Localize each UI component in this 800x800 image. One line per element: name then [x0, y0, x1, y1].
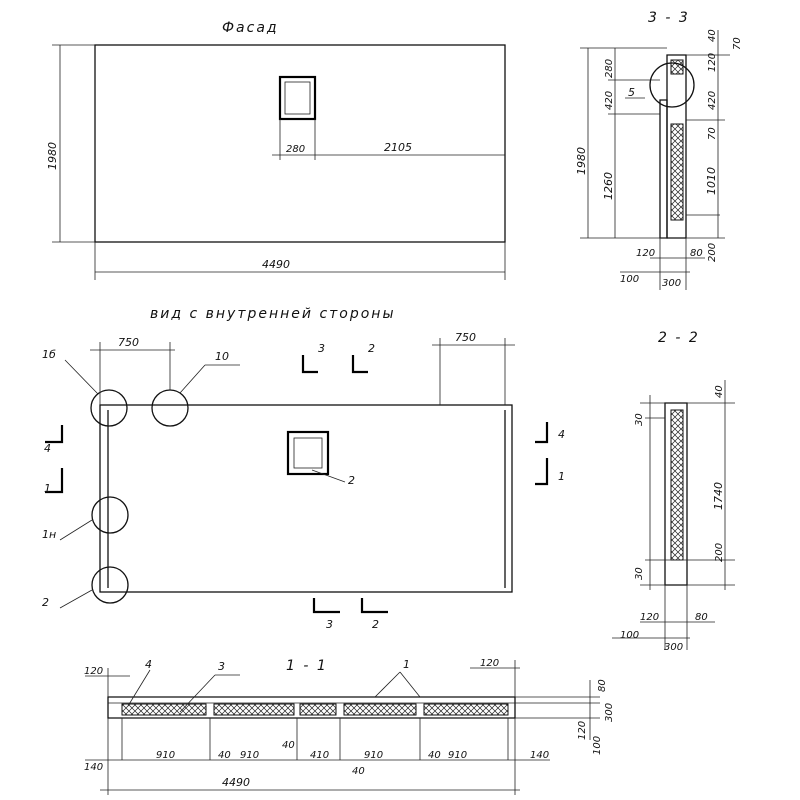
- section-1-1-d80: 80: [597, 679, 608, 692]
- callout-2-circle: [91, 566, 129, 604]
- section-3-3-d120b: 120: [636, 248, 655, 259]
- section-3-3-d200: 200: [707, 243, 718, 262]
- section-2-2-d1740: 1740: [712, 482, 725, 510]
- facade-view: Фасад 1980 4490 280 2105: [46, 20, 506, 280]
- section-1-1-c1: 1: [403, 658, 410, 671]
- section-1-1-d910a: 910: [156, 750, 175, 761]
- facade-height-label: 1980: [46, 142, 59, 170]
- cut-mark-1-left: [45, 468, 64, 494]
- section-1-1-d40mid: 40: [352, 766, 365, 777]
- callout-1n-circle: [91, 496, 129, 534]
- section-3-3-d100: 100: [620, 274, 639, 285]
- callout-5-circle: [649, 62, 695, 108]
- section-3-3-d300: 300: [662, 278, 681, 289]
- cut-mark-3-top: [301, 355, 318, 374]
- inner-panel-outline: [99, 404, 513, 593]
- cut-1-right-label: 1: [558, 470, 565, 483]
- section-2-2-d30b: 30: [634, 567, 645, 580]
- section-3-3-d70b: 70: [707, 127, 718, 140]
- section-1-1-title: 1 - 1: [286, 658, 328, 674]
- inner-view: вид с внутренней стороны 2 1б 10 1н 2 75…: [42, 306, 565, 631]
- callout-1b-label: 1б: [42, 348, 56, 361]
- section-1-1-d120-left: 120: [84, 666, 103, 677]
- callout-2-window: 2: [348, 474, 355, 487]
- section-1-1-d910d: 910: [448, 750, 467, 761]
- callout-10-label: 10: [215, 350, 229, 363]
- facade-window: [278, 75, 317, 121]
- callout-5-label: 5: [628, 86, 635, 99]
- section-3-3-d1260: 1260: [602, 172, 615, 200]
- section-1-1-d40a: 40: [218, 750, 231, 761]
- facade-window-width-label: 280: [286, 144, 305, 155]
- section-3-3-title: 3 - 3: [648, 10, 690, 26]
- cut-mark-2-top: [351, 355, 368, 374]
- cut-mark-4-left: [45, 425, 64, 444]
- callout-2-label: 2: [42, 596, 49, 609]
- cut-mark-1-right: [535, 458, 549, 486]
- section-1-1: 1 - 1 4 3 1 120 120 80 300: [84, 658, 615, 795]
- section-1-1-d120v: 120: [577, 721, 588, 740]
- section-1-1-d40top: 40: [282, 740, 295, 751]
- section-3-3-d1010: 1010: [705, 167, 718, 195]
- section-2-2-d100: 100: [620, 630, 639, 641]
- facade-title: Фасад: [222, 20, 279, 36]
- section-2-2-d300: 300: [664, 642, 683, 653]
- callout-1b-circle: [90, 389, 128, 427]
- cut-mark-2-bottom: [360, 598, 388, 614]
- callout-10-circle: [151, 389, 189, 427]
- callout-1n-label: 1н: [42, 528, 56, 541]
- section-1-1-d910b: 910: [240, 750, 259, 761]
- section-3-3-d120: 120: [707, 53, 718, 72]
- section-3-3-d40: 40: [707, 29, 718, 42]
- inner-dim-right: 750: [455, 331, 476, 344]
- section-1-1-total-width: 4490: [222, 776, 250, 789]
- facade-width-label: 4490: [262, 258, 290, 271]
- section-3-3-d420a: 420: [604, 91, 615, 110]
- cut-2-bottom-label: 2: [372, 618, 379, 631]
- inner-dim-left: 750: [118, 336, 139, 349]
- section-3-3-d70a: 70: [732, 37, 743, 50]
- cut-3-top-label: 3: [318, 342, 325, 355]
- section-1-1-d40b: 40: [428, 750, 441, 761]
- facade-window-inner: [284, 81, 311, 115]
- inner-view-title: вид с внутренней стороны: [150, 306, 396, 322]
- section-3-3: 3 - 3 5 1980 280 420 1260 40 70 120 420 …: [575, 10, 743, 290]
- section-3-3-d420b: 420: [707, 91, 718, 110]
- facade-window-offset-label: 2105: [384, 141, 412, 154]
- section-1-1-c3: 3: [218, 660, 225, 673]
- section-1-1-d140l: 140: [84, 762, 103, 773]
- section-1-1-d910c: 910: [364, 750, 383, 761]
- section-2-2-title: 2 - 2: [658, 330, 700, 346]
- section-1-1-d100v: 100: [592, 736, 603, 755]
- section-2-2-d80: 80: [695, 612, 708, 623]
- section-3-3-d80: 80: [690, 248, 703, 259]
- cut-mark-4-right: [535, 422, 549, 444]
- section-3-3-insulation: [670, 123, 684, 221]
- section-1-1-d120-right: 120: [480, 658, 499, 669]
- cut-4-left-label: 4: [44, 442, 51, 455]
- section-2-2-d200: 200: [714, 543, 725, 562]
- section-2-2-d120: 120: [640, 612, 659, 623]
- inner-window: [286, 430, 330, 476]
- section-1-1-d410: 410: [310, 750, 329, 761]
- section-1-1-d300: 300: [604, 703, 615, 722]
- cut-mark-3-bottom: [312, 598, 340, 614]
- cut-4-right-label: 4: [558, 428, 565, 441]
- cut-3-bottom-label: 3: [326, 618, 333, 631]
- section-2-2: 2 - 2 40 30 1740 200 30 120 80 100 300: [612, 330, 735, 653]
- section-2-2-d40: 40: [714, 385, 725, 398]
- section-2-2-insulation: [670, 409, 684, 561]
- facade-panel-outline: [94, 44, 506, 243]
- section-2-2-d30a: 30: [634, 413, 645, 426]
- section-3-3-total-height: 1980: [575, 147, 588, 175]
- section-1-1-d140r: 140: [530, 750, 549, 761]
- section-3-3-d280: 280: [604, 59, 615, 78]
- cut-1-left-label: 1: [44, 482, 51, 495]
- cut-2-top-label: 2: [368, 342, 375, 355]
- section-1-1-c4: 4: [145, 658, 152, 671]
